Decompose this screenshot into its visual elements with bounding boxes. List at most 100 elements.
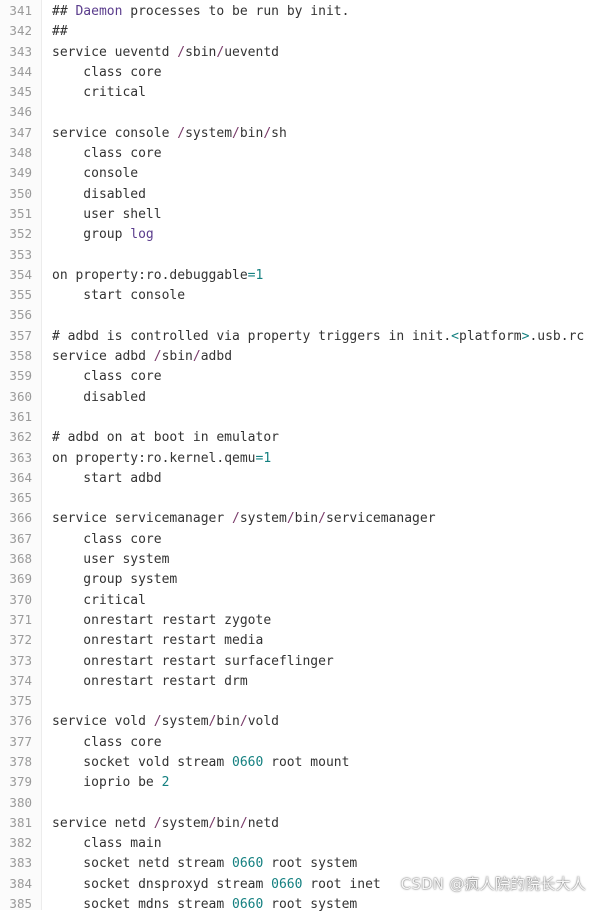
code-line: 351 user shell [0, 204, 600, 224]
code-line: 349 console [0, 163, 600, 183]
line-number: 345 [9, 84, 32, 100]
line-number: 342 [9, 23, 32, 39]
code-line: 364 start adbd [0, 468, 600, 488]
code-line: 345 critical [0, 82, 600, 102]
line-number: 341 [9, 3, 32, 18]
line-number: 371 [9, 611, 32, 627]
line-number-gutter [0, 0, 42, 910]
code-text: class core [52, 369, 162, 385]
code-line: 352 group log [0, 224, 600, 244]
line-number: 361 [9, 408, 32, 424]
line-number: 379 [9, 774, 32, 790]
line-number: 355 [9, 287, 32, 303]
code-text: ## [52, 24, 68, 40]
code-text: on property:ro.kernel.qemu=1 [52, 450, 272, 466]
code-line: 379 ioprio be 2 [0, 772, 600, 792]
code-line: 361 [0, 407, 600, 427]
code-line: 375 [0, 691, 600, 711]
line-number: 354 [9, 266, 32, 282]
line-number: 348 [9, 145, 32, 161]
code-text: start console [52, 288, 186, 304]
line-number: 376 [9, 713, 32, 729]
line-number: 367 [9, 530, 32, 546]
line-number: 352 [9, 226, 32, 242]
code-text: class core [52, 734, 162, 750]
code-text: socket mdns stream 0660 root system [52, 897, 358, 913]
code-text: user shell [52, 206, 162, 222]
line-number: 364 [9, 469, 32, 485]
code-line: 357 # adbd is controlled via property tri… [0, 326, 600, 346]
code-line: 341 ## Daemon processes to be run by init… [0, 1, 600, 21]
code-line: 363 on property:ro.kernel.qemu=1 [0, 448, 600, 468]
line-number: 385 [9, 896, 32, 912]
line-number: 372 [9, 632, 32, 648]
code-text: service adbd /sbin/adbd [52, 349, 233, 365]
line-number: 350 [9, 185, 32, 201]
code-text: service ueventd /sbin/ueventd [52, 44, 279, 60]
code-line: 360 disabled [0, 387, 600, 407]
code-text: ## Daemon processes to be run by init. [52, 4, 350, 19]
code-text: service vold /system/bin/vold [52, 714, 279, 730]
line-number: 366 [9, 510, 32, 526]
line-number: 382 [9, 835, 32, 851]
line-number: 357 [9, 327, 32, 343]
code-text: critical [52, 592, 146, 608]
code-text: socket vold stream 0660 root mount [52, 754, 350, 770]
code-line: 385 socket mdns stream 0660 root system [0, 894, 600, 914]
code-text: disabled [52, 389, 146, 405]
code-line: 356 [0, 305, 600, 325]
code-text: start adbd [52, 470, 162, 486]
line-number: 373 [9, 652, 32, 668]
code-line: 369 group system [0, 569, 600, 589]
line-number: 383 [9, 855, 32, 871]
code-line: 371 onrestart restart zygote [0, 610, 600, 630]
line-number: 356 [9, 307, 32, 323]
line-number: 346 [9, 104, 32, 120]
code-line: 373 onrestart restart surfaceflinger [0, 651, 600, 671]
code-text: on property:ro.debuggable=1 [52, 267, 264, 283]
line-number: 363 [9, 449, 32, 465]
code-line: 378 socket vold stream 0660 root mount [0, 752, 600, 772]
code-text: disabled [52, 186, 146, 202]
code-line: 368 user system [0, 549, 600, 569]
line-number: 343 [9, 43, 32, 59]
code-line: 377 class core [0, 732, 600, 752]
code-text: group log [52, 227, 154, 243]
code-line: 346 [0, 102, 600, 122]
code-line: 382 class main [0, 833, 600, 853]
code-line: 355 start console [0, 285, 600, 305]
line-number: 344 [9, 63, 32, 79]
code-line: 367 class core [0, 529, 600, 549]
code-line: 383 socket netd stream 0660 root system [0, 853, 600, 873]
code-text: onrestart restart surfaceflinger [52, 653, 334, 669]
code-text: group system [52, 572, 178, 588]
line-number: 362 [9, 429, 32, 445]
line-number: 349 [9, 165, 32, 181]
code-text: # adbd on at boot in emulator [52, 430, 279, 446]
code-text: critical [52, 85, 146, 101]
line-number: 359 [9, 368, 32, 384]
code-line: 374 onrestart restart drm [0, 671, 600, 691]
code-line: 344 class core [0, 62, 600, 82]
line-number: 369 [9, 571, 32, 587]
code-text: console [52, 166, 139, 182]
line-number: 381 [9, 814, 32, 830]
line-number: 374 [9, 672, 32, 688]
code-line: 365 [0, 488, 600, 508]
line-number: 380 [9, 794, 32, 810]
code-text: # adbd is controlled via property trigge… [52, 328, 585, 344]
code-text: onrestart restart zygote [52, 612, 272, 628]
code-text: socket dnsproxyd stream 0660 root inet [52, 876, 381, 892]
code-text: class core [52, 146, 162, 162]
code-line: 362 # adbd on at boot in emulator [0, 427, 600, 447]
code-line: 343 service ueventd /sbin/ueventd [0, 42, 600, 62]
code-line: 372 onrestart restart media [0, 630, 600, 650]
code-line: 354 on property:ro.debuggable=1 [0, 265, 600, 285]
code-text: onrestart restart media [52, 633, 264, 649]
